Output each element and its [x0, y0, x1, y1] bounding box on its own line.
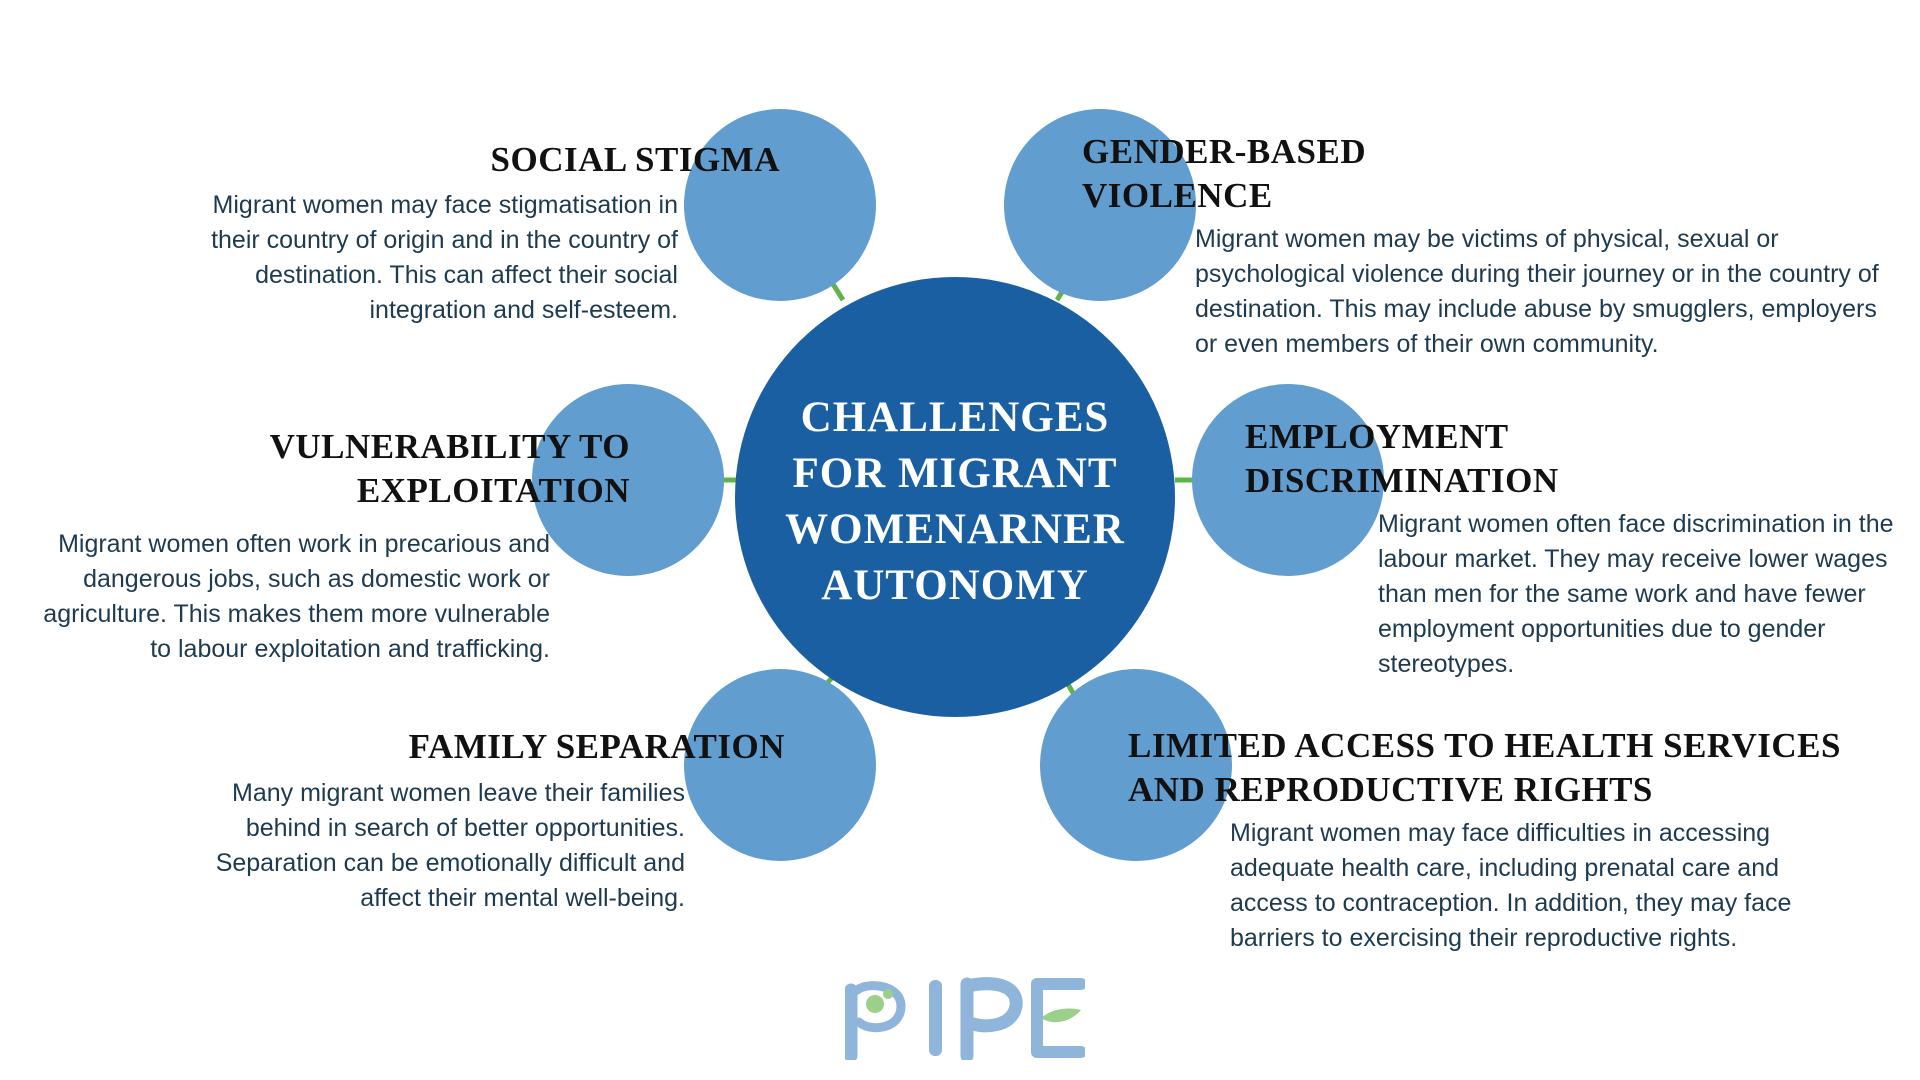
heading-line: GENDER-BASED: [1082, 132, 1367, 171]
heading-line: SOCIAL STIGMA: [490, 140, 780, 179]
heading-line: DISCRIMINATION: [1245, 461, 1559, 500]
center-circle: [735, 277, 1175, 717]
challenge-description: Migrant women may be victims of physical…: [1195, 225, 1879, 358]
challenge-gender-violence-description-wrap: Migrant women may be victims of physical…: [1195, 218, 1895, 362]
circle-health-access: [1040, 669, 1232, 861]
challenge-heading: LIMITED ACCESS TO HEALTH SERVICES AND RE…: [1128, 724, 1888, 812]
challenge-family-separation-description-wrap: Many migrant women leave their families …: [180, 772, 685, 916]
circle-employment: [1192, 384, 1384, 576]
challenge-heading: GENDER-BASED VIOLENCE: [1082, 130, 1502, 218]
challenge-heading: SOCIAL STIGMA: [200, 138, 780, 182]
challenge-employment-description-wrap: Migrant women often face discrimination …: [1378, 503, 1908, 682]
heading-line: AND REPRODUCTIVE RIGHTS: [1128, 770, 1653, 809]
challenge-description: Migrant women often face discrimination …: [1378, 510, 1894, 678]
center-title-line: WOMENARNER: [785, 506, 1125, 553]
challenge-social-stigma-description-wrap: Migrant women may face stigmatisation in…: [200, 184, 678, 328]
challenge-description: Migrant women may face stigmatisation in…: [211, 191, 678, 324]
circle-family-separation: [684, 669, 876, 861]
circle-vulnerability: [532, 384, 724, 576]
challenge-health-access-description-wrap: Migrant women may face difficulties in a…: [1230, 812, 1830, 956]
challenge-gender-violence: GENDER-BASED VIOLENCE: [1082, 130, 1502, 218]
challenge-description: Migrant women often work in precarious a…: [43, 530, 550, 663]
center-title: CHALLENGES FOR MIGRANT WOMENARNER AUTONO…: [745, 390, 1165, 614]
center-title-line: CHALLENGES: [800, 394, 1110, 441]
logo-letter-i: [929, 980, 942, 1056]
challenge-description: Migrant women may face difficulties in a…: [1230, 819, 1792, 952]
challenge-vulnerability-description-wrap: Migrant women often work in precarious a…: [20, 523, 550, 667]
pipe-logo: [845, 977, 1085, 1060]
center-title-line: AUTONOMY: [821, 562, 1089, 609]
logo-letter-e: [1031, 978, 1085, 1058]
challenge-heading: FAMILY SEPARATION: [200, 725, 785, 769]
center-title-line: FOR MIGRANT: [792, 450, 1118, 497]
challenge-family-separation: FAMILY SEPARATION: [200, 725, 785, 769]
heading-line: FAMILY SEPARATION: [408, 727, 785, 766]
challenge-social-stigma: SOCIAL STIGMA: [200, 138, 780, 182]
challenge-health-access: LIMITED ACCESS TO HEALTH SERVICES AND RE…: [1128, 724, 1888, 812]
circle-gender-violence: [1004, 109, 1196, 301]
heading-line: EMPLOYMENT: [1245, 417, 1509, 456]
challenge-employment: EMPLOYMENT DISCRIMINATION: [1245, 415, 1665, 503]
heading-line: EXPLOITATION: [356, 471, 630, 510]
challenge-heading: EMPLOYMENT DISCRIMINATION: [1245, 415, 1665, 503]
challenge-vulnerability: VULNERABILITY TO EXPLOITATION: [200, 425, 630, 513]
heading-line: VULNERABILITY TO: [269, 427, 630, 466]
challenge-heading: VULNERABILITY TO EXPLOITATION: [200, 425, 630, 513]
challenge-description: Many migrant women leave their families …: [215, 779, 685, 912]
logo-letter-p-1: [845, 981, 906, 1060]
heading-line: LIMITED ACCESS TO HEALTH SERVICES: [1128, 726, 1841, 765]
logo-letter-p-2: [960, 977, 1023, 1060]
circle-social-stigma: [684, 109, 876, 301]
heading-line: VIOLENCE: [1082, 176, 1273, 215]
